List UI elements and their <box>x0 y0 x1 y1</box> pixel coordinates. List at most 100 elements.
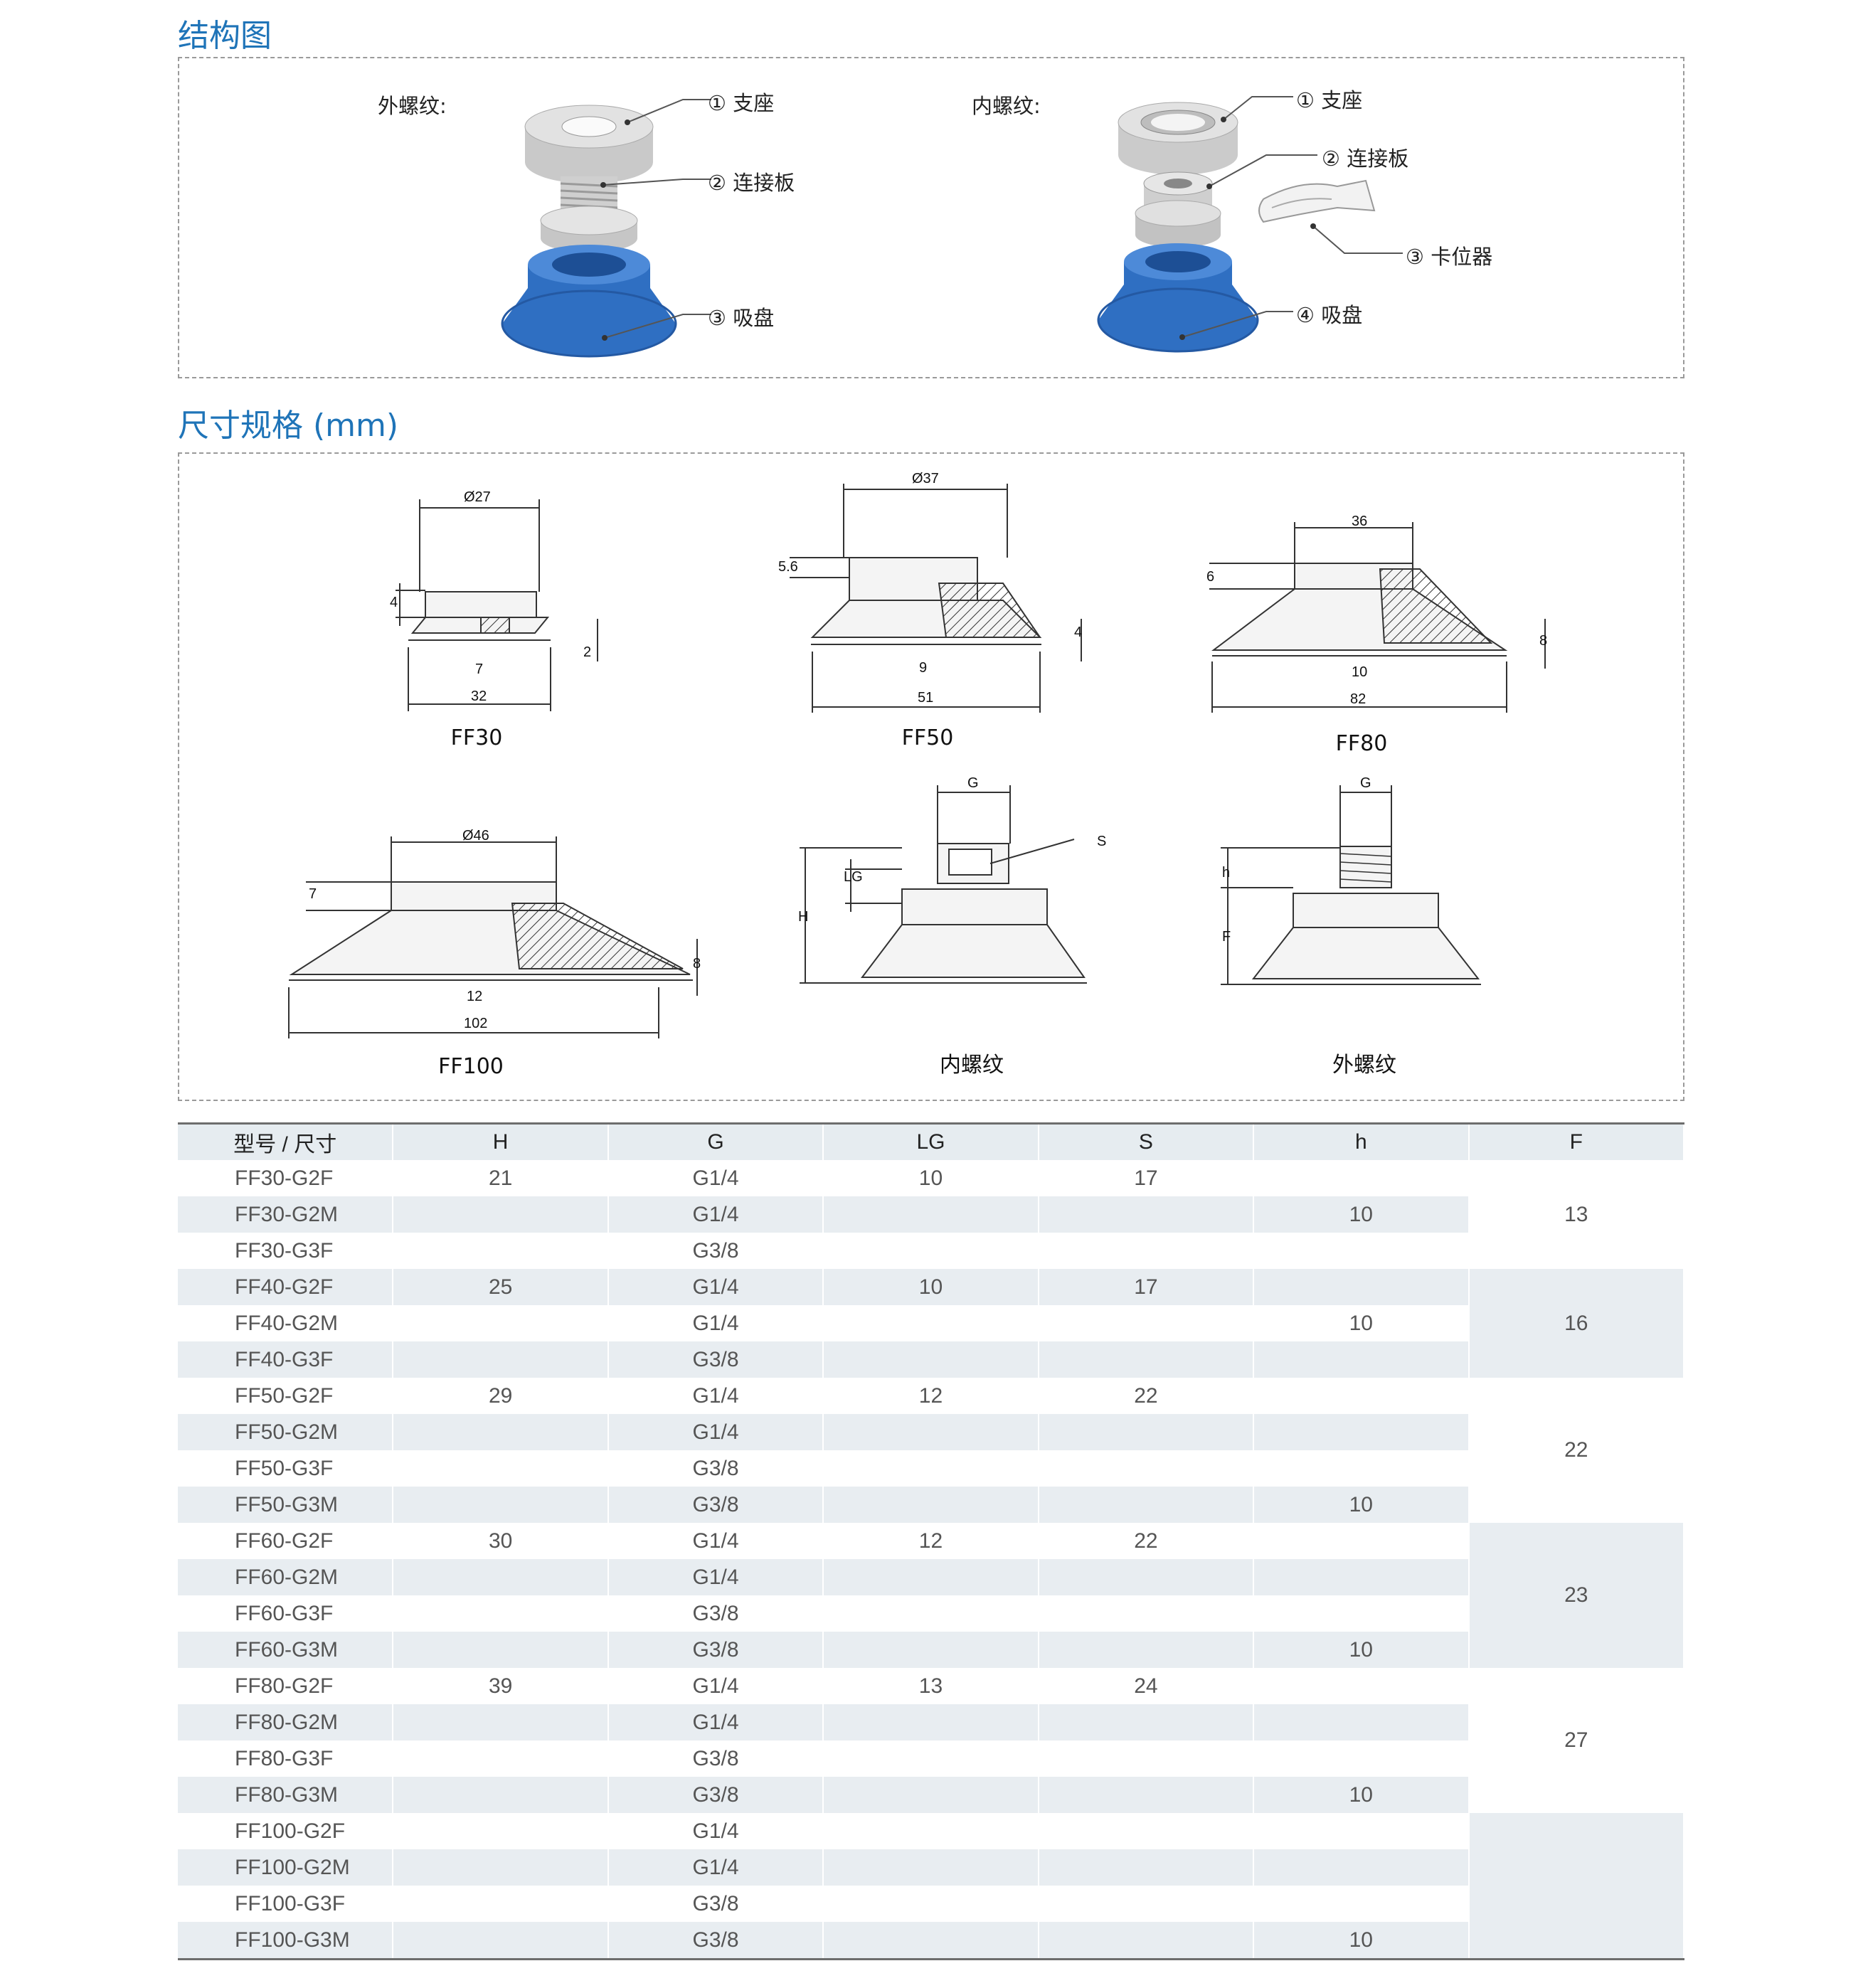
ff80-dim-82: 82 <box>1350 691 1366 707</box>
cell-s-value <box>1038 1487 1255 1523</box>
cell-h-value <box>393 1595 609 1632</box>
ff50-dim-9: 9 <box>919 660 928 676</box>
cell-s-value <box>1038 1704 1255 1740</box>
cell-s-value <box>1038 1740 1255 1777</box>
cell-s-value <box>1038 1813 1255 1849</box>
ff100-dim-12: 12 <box>467 989 483 1004</box>
cell-small-h-value <box>1253 1341 1470 1378</box>
cell-h-value <box>393 1849 609 1886</box>
external-dim-f: F <box>1222 929 1231 945</box>
cell-g-value: G3/8 <box>607 1777 824 1813</box>
ff80-dim-6: 6 <box>1206 569 1215 585</box>
cell-lg-value <box>823 1849 1039 1886</box>
cell-h-value: 21 <box>393 1160 609 1196</box>
cell-s-value <box>1038 1559 1255 1595</box>
internal-thread-caption: 内螺纹 <box>940 1053 1004 1078</box>
external-part-cup: ③ 吸盘 <box>708 306 775 330</box>
ff50-dim-4: 4 <box>1074 624 1083 640</box>
cell-g-value: G1/4 <box>607 1378 824 1414</box>
header-s: S <box>1038 1123 1255 1160</box>
cell-s-value <box>1038 1305 1255 1341</box>
cell-small-h-value: 10 <box>1253 1632 1470 1668</box>
cell-f-value: 16 <box>1468 1269 1685 1378</box>
cell-small-h-value <box>1253 1740 1470 1777</box>
ff100-caption: FF100 <box>438 1054 504 1079</box>
ff100-drawing <box>288 836 698 1038</box>
cell-h-value <box>393 1305 609 1341</box>
dimensions-panel <box>178 452 1684 1101</box>
cell-f-value <box>1468 1813 1685 1960</box>
cell-lg-value <box>823 1704 1039 1740</box>
cell-g-value: G1/4 <box>607 1668 824 1704</box>
external-dim-g: G <box>1360 775 1371 791</box>
ff100-dim-diameter: Ø46 <box>462 828 489 844</box>
ff80-dim-8: 8 <box>1539 633 1548 649</box>
cell-h-value <box>393 1487 609 1523</box>
cell-g-value: G3/8 <box>607 1886 824 1922</box>
cell-lg-value: 10 <box>823 1269 1039 1305</box>
ff30-dim-2: 2 <box>583 644 592 660</box>
cell-small-h-value: 10 <box>1253 1922 1470 1960</box>
internal-part-cup: ④ 吸盘 <box>1296 303 1363 327</box>
cell-h-value <box>393 1886 609 1922</box>
cell-lg-value <box>823 1414 1039 1450</box>
ff80-drawing <box>1209 522 1546 713</box>
cell-small-h-value <box>1253 1849 1470 1886</box>
cell-lg-value: 10 <box>823 1160 1039 1196</box>
cell-lg-value <box>823 1450 1039 1487</box>
cell-small-h-value <box>1253 1559 1470 1595</box>
external-exploded-illustration <box>501 105 677 358</box>
cell-s-value: 24 <box>1038 1668 1255 1704</box>
cell-model: FF100-G2F <box>178 1813 394 1849</box>
cell-f-value: 22 <box>1468 1378 1685 1523</box>
cell-small-h-value <box>1253 1668 1470 1704</box>
cell-h-value <box>393 1414 609 1450</box>
external-part-plate: ② 连接板 <box>708 171 795 195</box>
table-row: FF100-G3F G3/8 <box>178 1886 1684 1922</box>
ff100-dim-7: 7 <box>309 886 317 902</box>
cell-small-h-value <box>1253 1378 1470 1414</box>
ff80-dim-10: 10 <box>1352 664 1368 680</box>
cell-h-value <box>393 1740 609 1777</box>
cell-s-value <box>1038 1632 1255 1668</box>
cell-model: FF100-G3F <box>178 1886 394 1922</box>
cell-lg-value: 12 <box>823 1378 1039 1414</box>
cell-g-value: G3/8 <box>607 1922 824 1960</box>
cell-lg-value <box>823 1487 1039 1523</box>
header-g: G <box>607 1123 824 1160</box>
external-thread-drawing <box>1221 785 1481 985</box>
cell-model: FF40-G2M <box>178 1305 394 1341</box>
cell-s-value: 22 <box>1038 1523 1255 1559</box>
cell-small-h-value <box>1253 1886 1470 1922</box>
cell-small-h-value <box>1253 1595 1470 1632</box>
internal-dim-h: H <box>798 909 809 925</box>
ff30-caption: FF30 <box>450 725 503 750</box>
exploded-views <box>501 96 1403 358</box>
cell-lg-value <box>823 1341 1039 1378</box>
cell-s-value <box>1038 1595 1255 1632</box>
external-part-base: ① 支座 <box>708 91 775 115</box>
cell-small-h-value <box>1253 1233 1470 1269</box>
internal-thread-label: 内螺纹: <box>972 94 1041 118</box>
header-small-h: h <box>1253 1123 1470 1160</box>
internal-part-base: ① 支座 <box>1296 88 1363 112</box>
cell-lg-value: 12 <box>823 1523 1039 1559</box>
ff30-dim-4: 4 <box>390 595 398 610</box>
cell-g-value: G3/8 <box>607 1487 824 1523</box>
structure-panel <box>178 57 1684 378</box>
cell-model: FF50-G2F <box>178 1378 394 1414</box>
internal-dim-s: S <box>1097 834 1107 849</box>
